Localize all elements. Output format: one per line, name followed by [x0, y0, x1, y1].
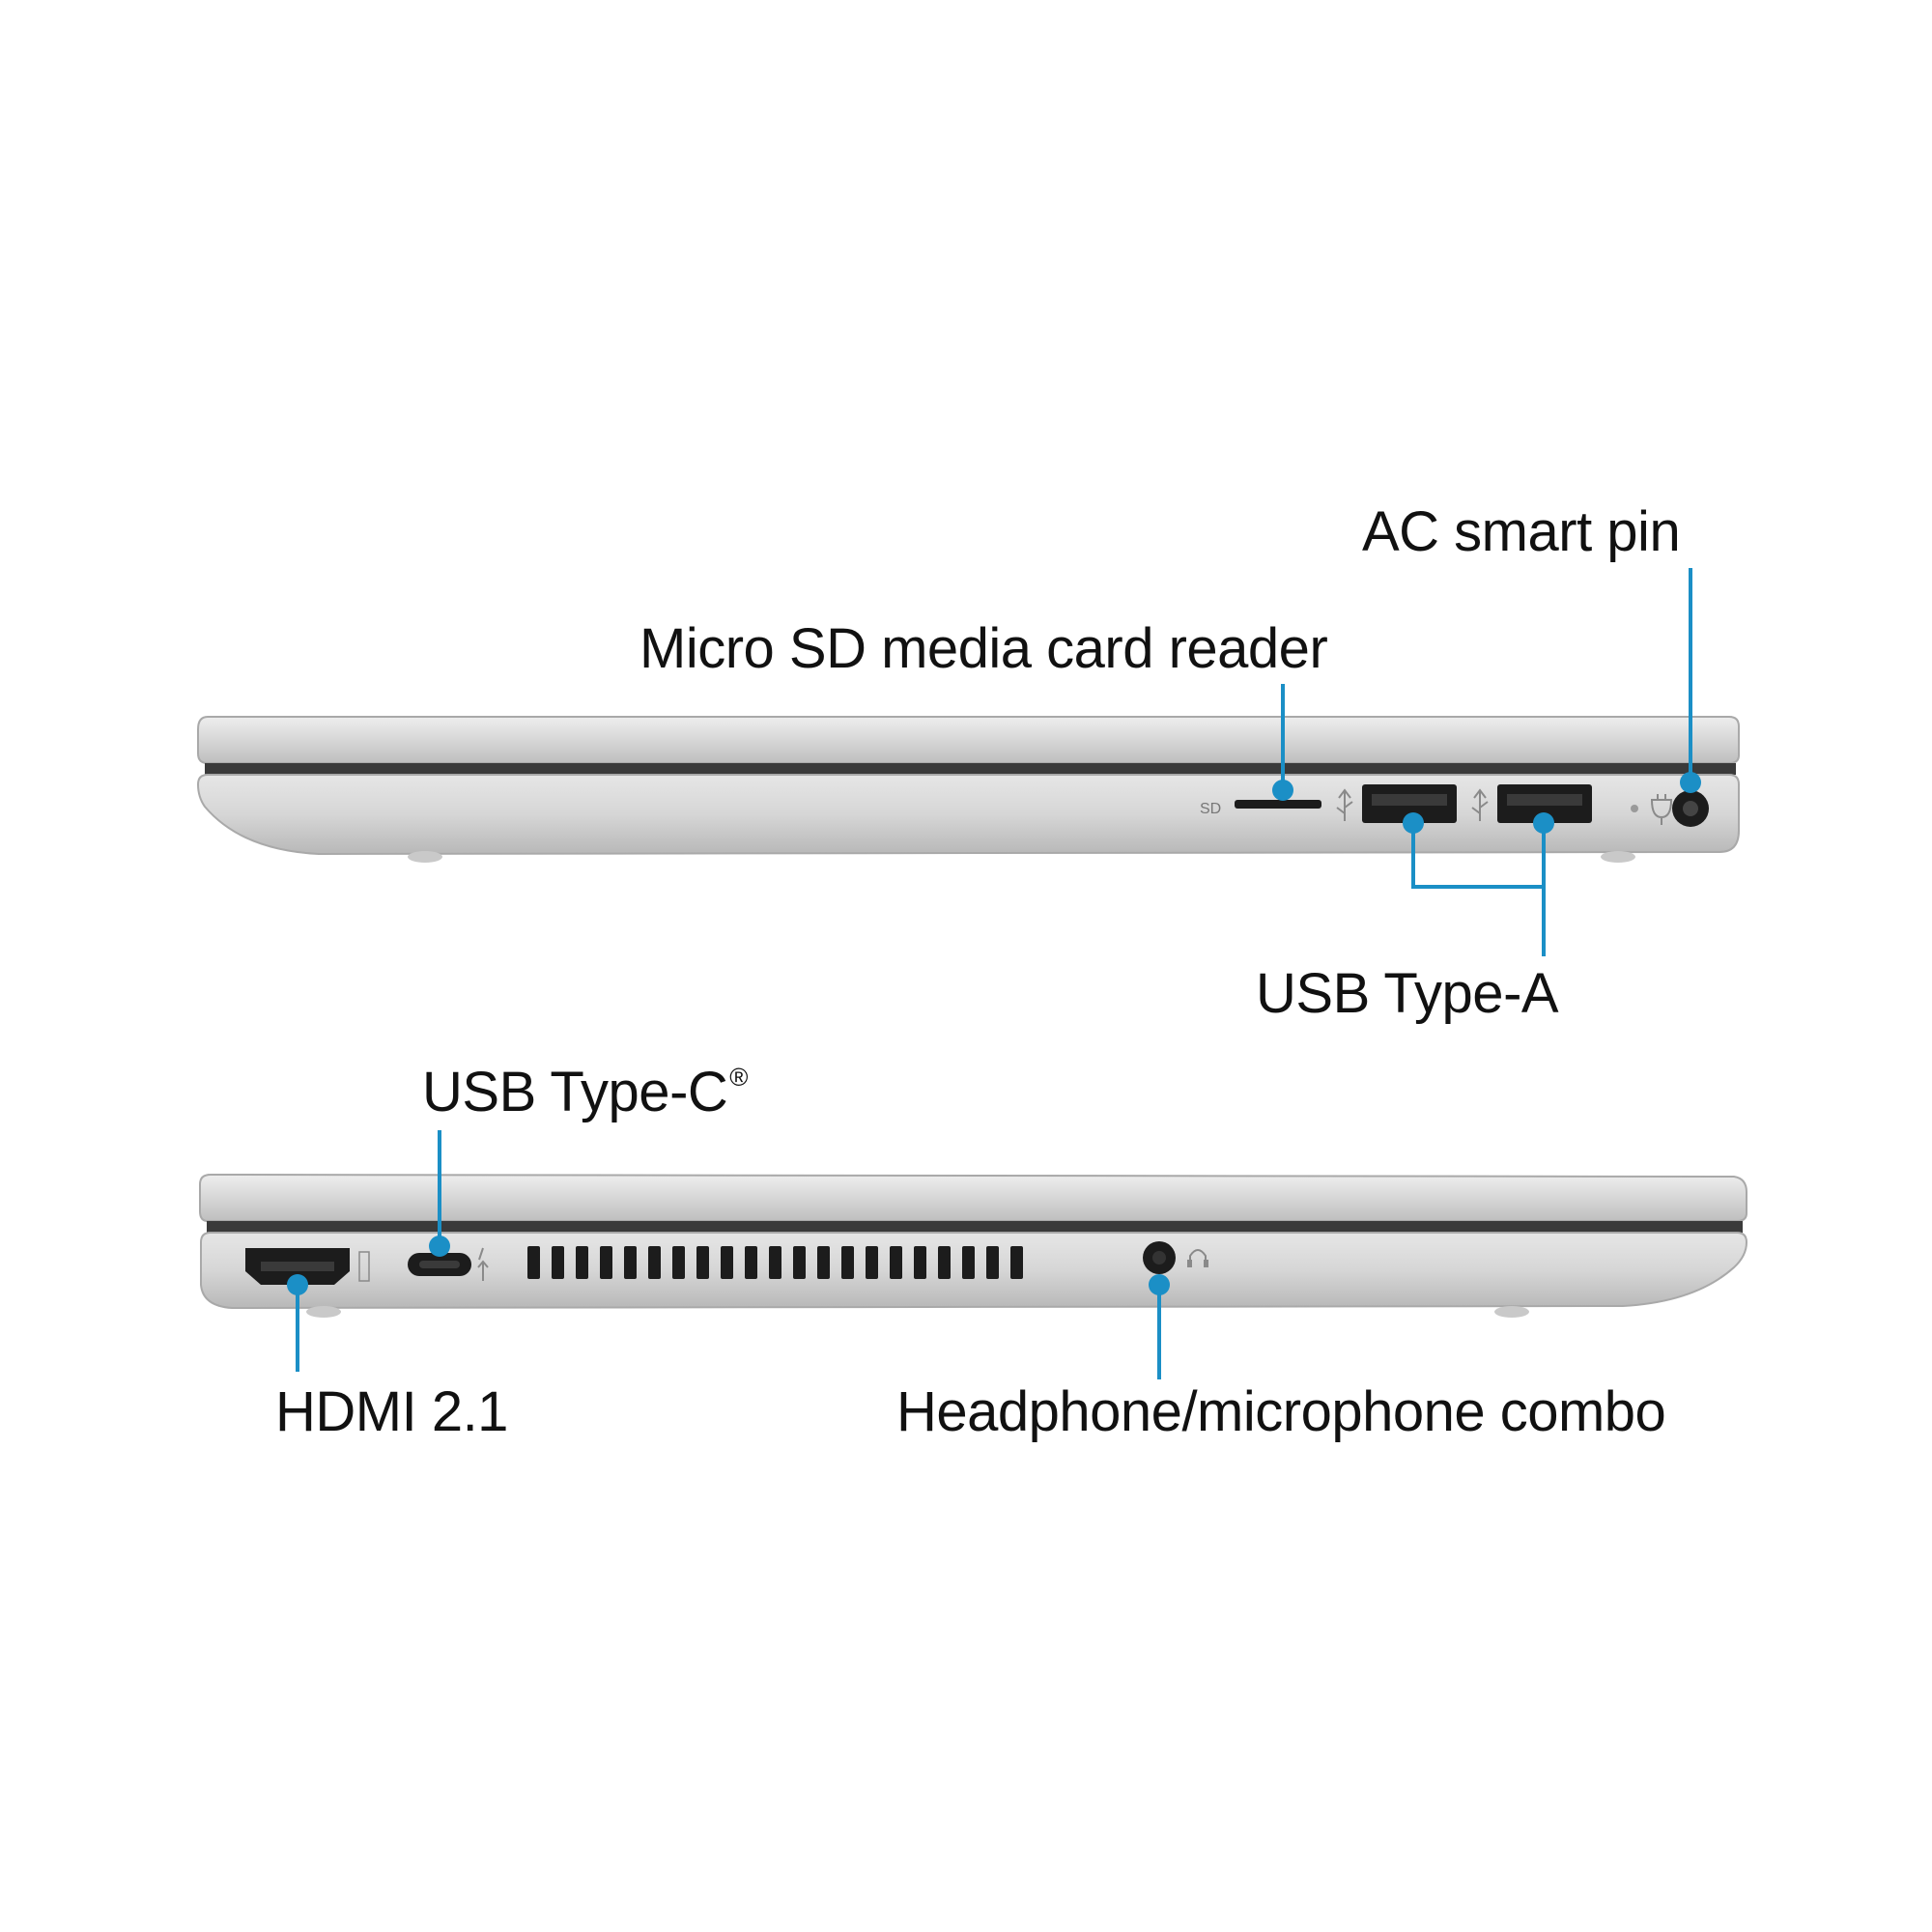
usb-superspeed-icon — [1336, 788, 1353, 821]
vent-slot — [648, 1246, 661, 1279]
vent-slot — [696, 1246, 709, 1279]
top-laptop-lid — [197, 716, 1740, 764]
vent-slot — [745, 1246, 757, 1279]
label-usb-type-a: USB Type-A — [1256, 962, 1559, 1025]
hdmi-logo-icon — [358, 1251, 370, 1282]
headphone-jack — [1143, 1241, 1176, 1274]
rubber-foot — [408, 851, 442, 863]
label-headphone-microphone-combo: Headphone/microphone combo — [896, 1380, 1666, 1443]
vent-slot — [721, 1246, 733, 1279]
callout-dots-top — [1272, 772, 1701, 834]
vent-slot — [817, 1246, 830, 1279]
vent-slot — [890, 1246, 902, 1279]
rubber-foot — [1494, 1306, 1529, 1318]
rubber-foot — [1601, 851, 1635, 863]
usb-superspeed-icon — [1471, 788, 1489, 821]
vent-grille — [527, 1246, 1023, 1279]
vent-slot — [841, 1246, 854, 1279]
ac-smart-pin-port — [1672, 790, 1709, 827]
label-usb-type-c-text: USB Type-C — [422, 1061, 728, 1123]
callout-dots-bottom — [287, 1236, 1170, 1295]
usb-type-a-port-2 — [1497, 784, 1592, 823]
vent-slot — [624, 1246, 637, 1279]
vent-slot — [793, 1246, 806, 1279]
vent-slot — [986, 1246, 999, 1279]
vent-slot — [552, 1246, 564, 1279]
vent-slot — [576, 1246, 588, 1279]
vent-slot — [769, 1246, 781, 1279]
callout-lines-bottom — [296, 1130, 1161, 1379]
micro-sd-slot: SD — [1200, 800, 1321, 817]
registered-mark: ® — [729, 1063, 748, 1092]
usb-type-a-port-1 — [1362, 784, 1457, 823]
label-hdmi: HDMI 2.1 — [275, 1380, 508, 1443]
usb-type-c-port — [408, 1253, 471, 1276]
vent-slot — [672, 1246, 685, 1279]
vent-slot — [866, 1246, 878, 1279]
rubber-foot — [306, 1306, 341, 1318]
usb-c-superspeed-icon — [477, 1247, 489, 1281]
vent-slot — [600, 1246, 612, 1279]
headphone-icon — [1187, 1249, 1208, 1267]
power-plug-icon — [1650, 794, 1673, 825]
vent-slot — [938, 1246, 951, 1279]
sd-port-mark: SD — [1200, 801, 1221, 817]
bottom-laptop-seam — [207, 1221, 1743, 1233]
top-laptop-base — [196, 774, 1740, 863]
vent-slot — [914, 1246, 926, 1279]
vent-slot — [1010, 1246, 1023, 1279]
vent-slot — [527, 1246, 540, 1279]
top-laptop-seam — [205, 763, 1736, 775]
label-usb-type-c: USB Type-C® — [422, 1065, 748, 1121]
label-micro-sd-reader: Micro SD media card reader — [639, 617, 1328, 680]
power-led — [1631, 805, 1638, 812]
hdmi-port — [245, 1248, 350, 1285]
label-ac-smart-pin: AC smart pin — [1362, 500, 1681, 563]
vent-slot — [962, 1246, 975, 1279]
bottom-laptop-lid — [199, 1173, 1747, 1222]
